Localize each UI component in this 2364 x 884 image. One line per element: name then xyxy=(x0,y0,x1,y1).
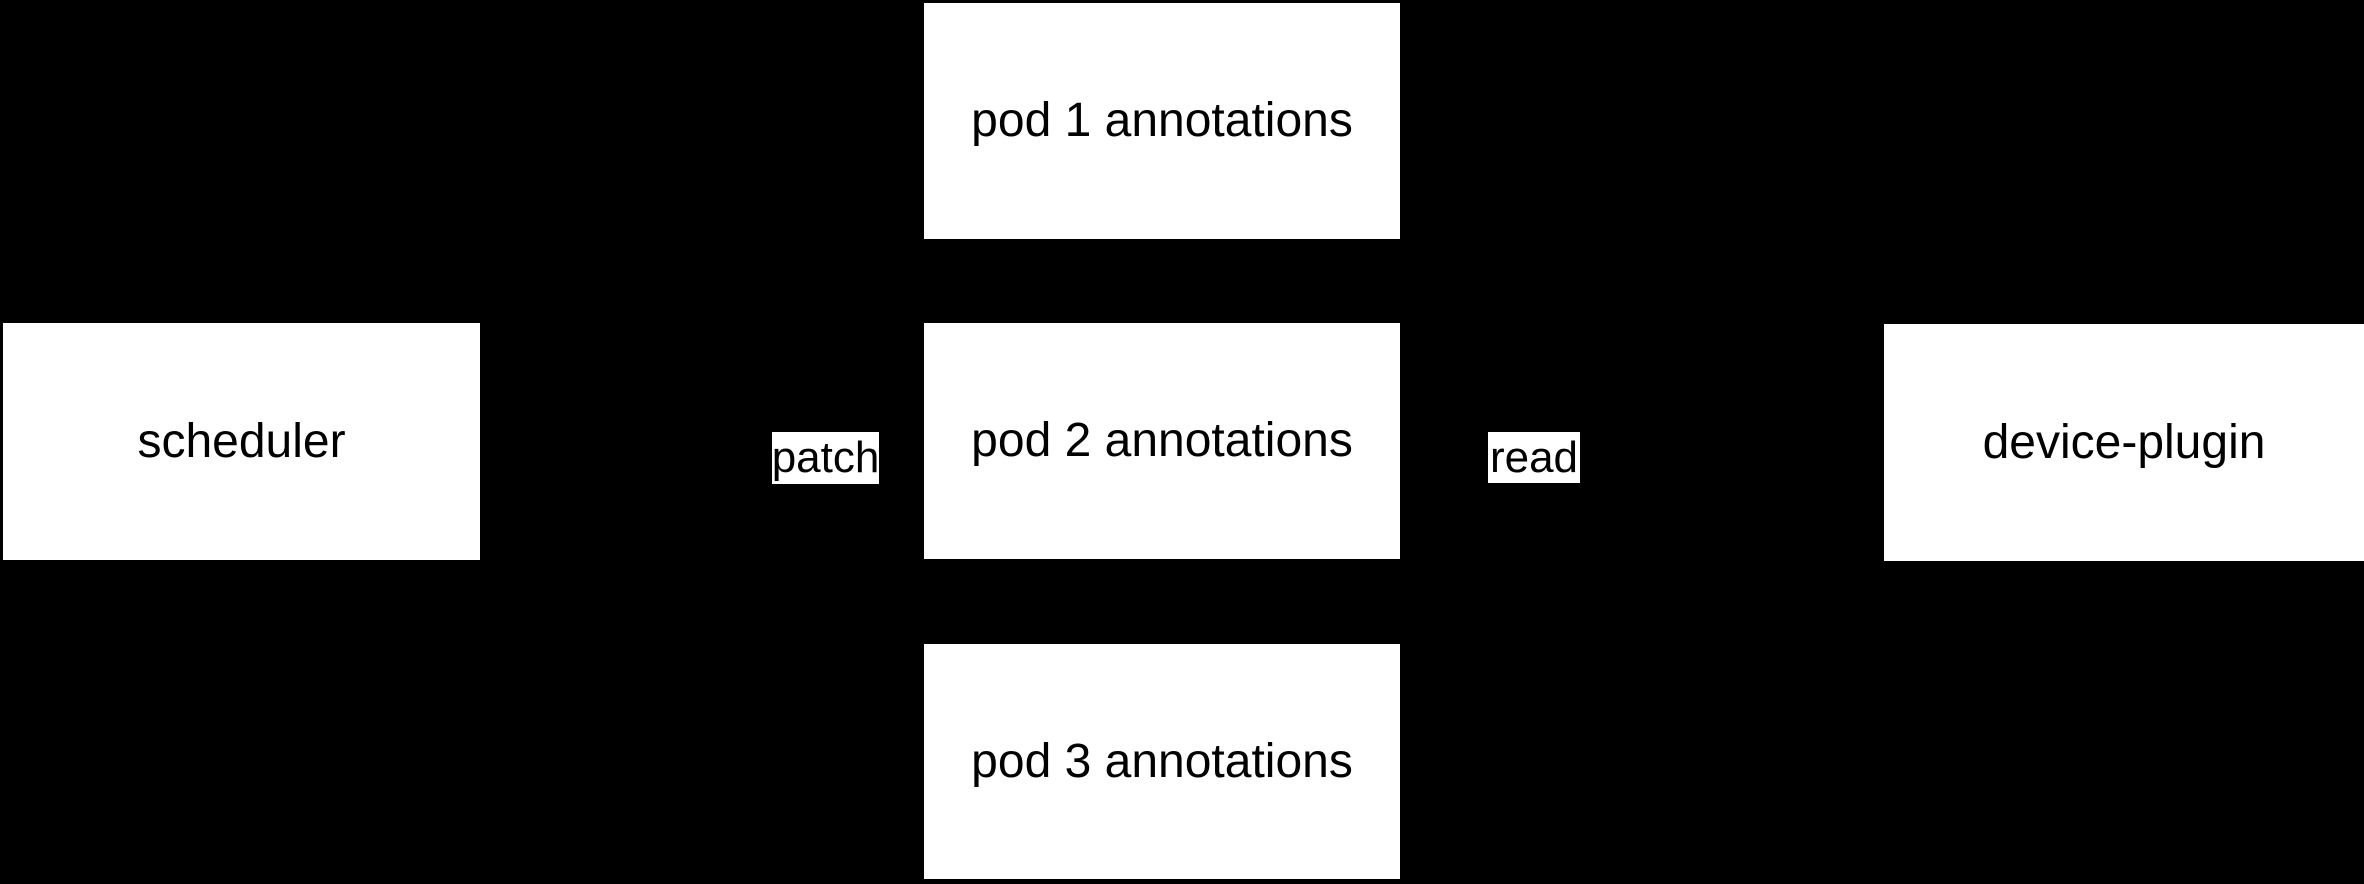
edge-label-read-text: read xyxy=(1489,432,1579,482)
edge-label-patch: patch xyxy=(772,432,879,484)
edge-label-read: read xyxy=(1488,432,1580,483)
node-device-plugin-label: device-plugin xyxy=(1982,415,2266,469)
node-device-plugin: device-plugin xyxy=(1884,324,2364,561)
node-scheduler: scheduler xyxy=(3,323,480,560)
node-pod-2-annotations-label: pod 2 annotations xyxy=(971,414,1353,467)
node-pod-1-annotations-label: pod 1 annotations xyxy=(971,94,1353,147)
edge-label-patch-text: patch xyxy=(771,433,880,482)
node-pod-3-annotations: pod 3 annotations xyxy=(924,644,1400,879)
node-scheduler-label: scheduler xyxy=(137,414,346,468)
node-pod-3-annotations-label: pod 3 annotations xyxy=(971,734,1353,788)
node-pod-1-annotations: pod 1 annotations xyxy=(924,3,1400,239)
node-pod-2-annotations: pod 2 annotations xyxy=(924,323,1400,559)
